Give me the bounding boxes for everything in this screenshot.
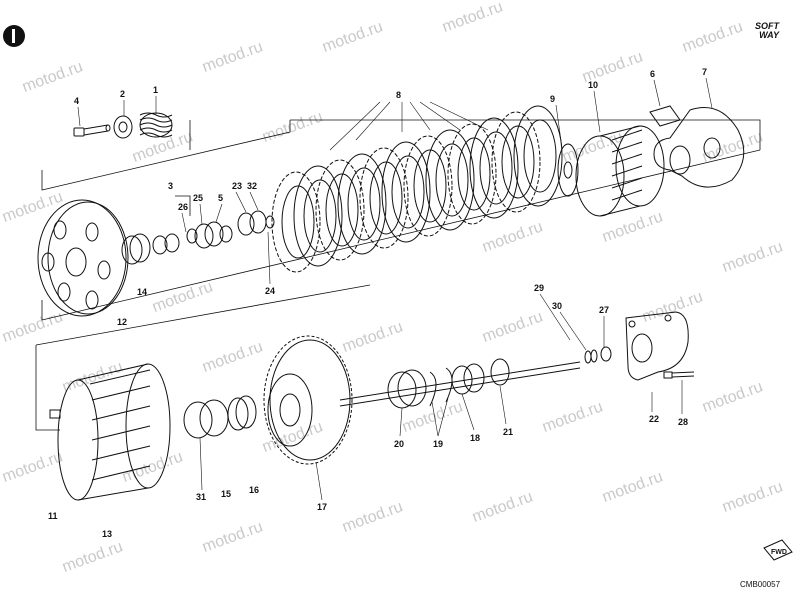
part-22-slave-cylinder [625, 311, 689, 381]
callout-29: 29 [534, 283, 545, 293]
part-2-cup-washer [113, 115, 133, 139]
brand-logo: SOFT WAY [755, 22, 779, 40]
fwd-label: FWD [771, 549, 787, 556]
callout-22: 22 [649, 414, 660, 424]
callout-30: 30 [552, 301, 563, 311]
callout-leader-lines [77, 77, 713, 501]
callout-11: 11 [48, 511, 58, 521]
upper-assembly-frame [41, 119, 761, 321]
callout-16: 16 [249, 485, 260, 495]
part-9-spring-plate [557, 143, 579, 197]
callout-23: 23 [232, 181, 243, 191]
part-4-bolt [73, 124, 111, 137]
clutch-plate-stack [271, 105, 563, 273]
callout-4: 4 [74, 96, 80, 106]
lower-shaft-parts [339, 358, 581, 409]
callout-10: 10 [588, 80, 599, 90]
lower-assembly-frame [35, 284, 371, 431]
drawing-code: CMB00057 [740, 580, 781, 589]
part-1-spring [139, 112, 173, 138]
callout-20: 20 [394, 439, 405, 449]
brand-line-2: WAY [759, 30, 779, 40]
callout-19: 19 [433, 439, 444, 449]
callout-18: 18 [470, 433, 481, 443]
corner-tab-mark [3, 25, 25, 47]
callout-21: 21 [503, 427, 514, 437]
pressure-plate [37, 199, 129, 317]
callout-32: 32 [247, 181, 258, 191]
callout-7: 7 [702, 67, 708, 77]
callout-2: 2 [120, 89, 126, 99]
part-7-cover [649, 105, 745, 188]
callout-13: 13 [102, 529, 113, 539]
callout-27: 27 [599, 305, 610, 315]
callout-8: 8 [396, 90, 402, 100]
callout-9: 9 [550, 94, 556, 104]
callout-17: 17 [317, 502, 328, 512]
callout-31: 31 [196, 492, 207, 502]
callout-1: 1 [153, 85, 159, 95]
callout-28: 28 [678, 417, 689, 427]
part-28-screw [663, 371, 695, 379]
forward-direction-arrow: FWD [763, 539, 793, 561]
callout-25: 25 [193, 193, 204, 203]
lower-bushing-rings [183, 395, 257, 439]
callout-6: 6 [650, 69, 656, 79]
callout-24: 24 [265, 286, 276, 296]
center-bushing-stack [121, 210, 275, 265]
callout-5: 5 [218, 193, 224, 203]
part-10-clutch-hub [575, 125, 665, 217]
brand-line-1: SOFT [755, 21, 779, 31]
callout-15: 15 [221, 489, 232, 499]
callout-3: 3 [168, 181, 174, 191]
part-13-outer-basket [49, 363, 171, 501]
callout-14: 14 [137, 287, 148, 297]
part-17-primary-gear [263, 335, 353, 465]
callout-12: 12 [117, 317, 128, 327]
small-seals [584, 346, 612, 364]
callout-26: 26 [178, 202, 189, 212]
